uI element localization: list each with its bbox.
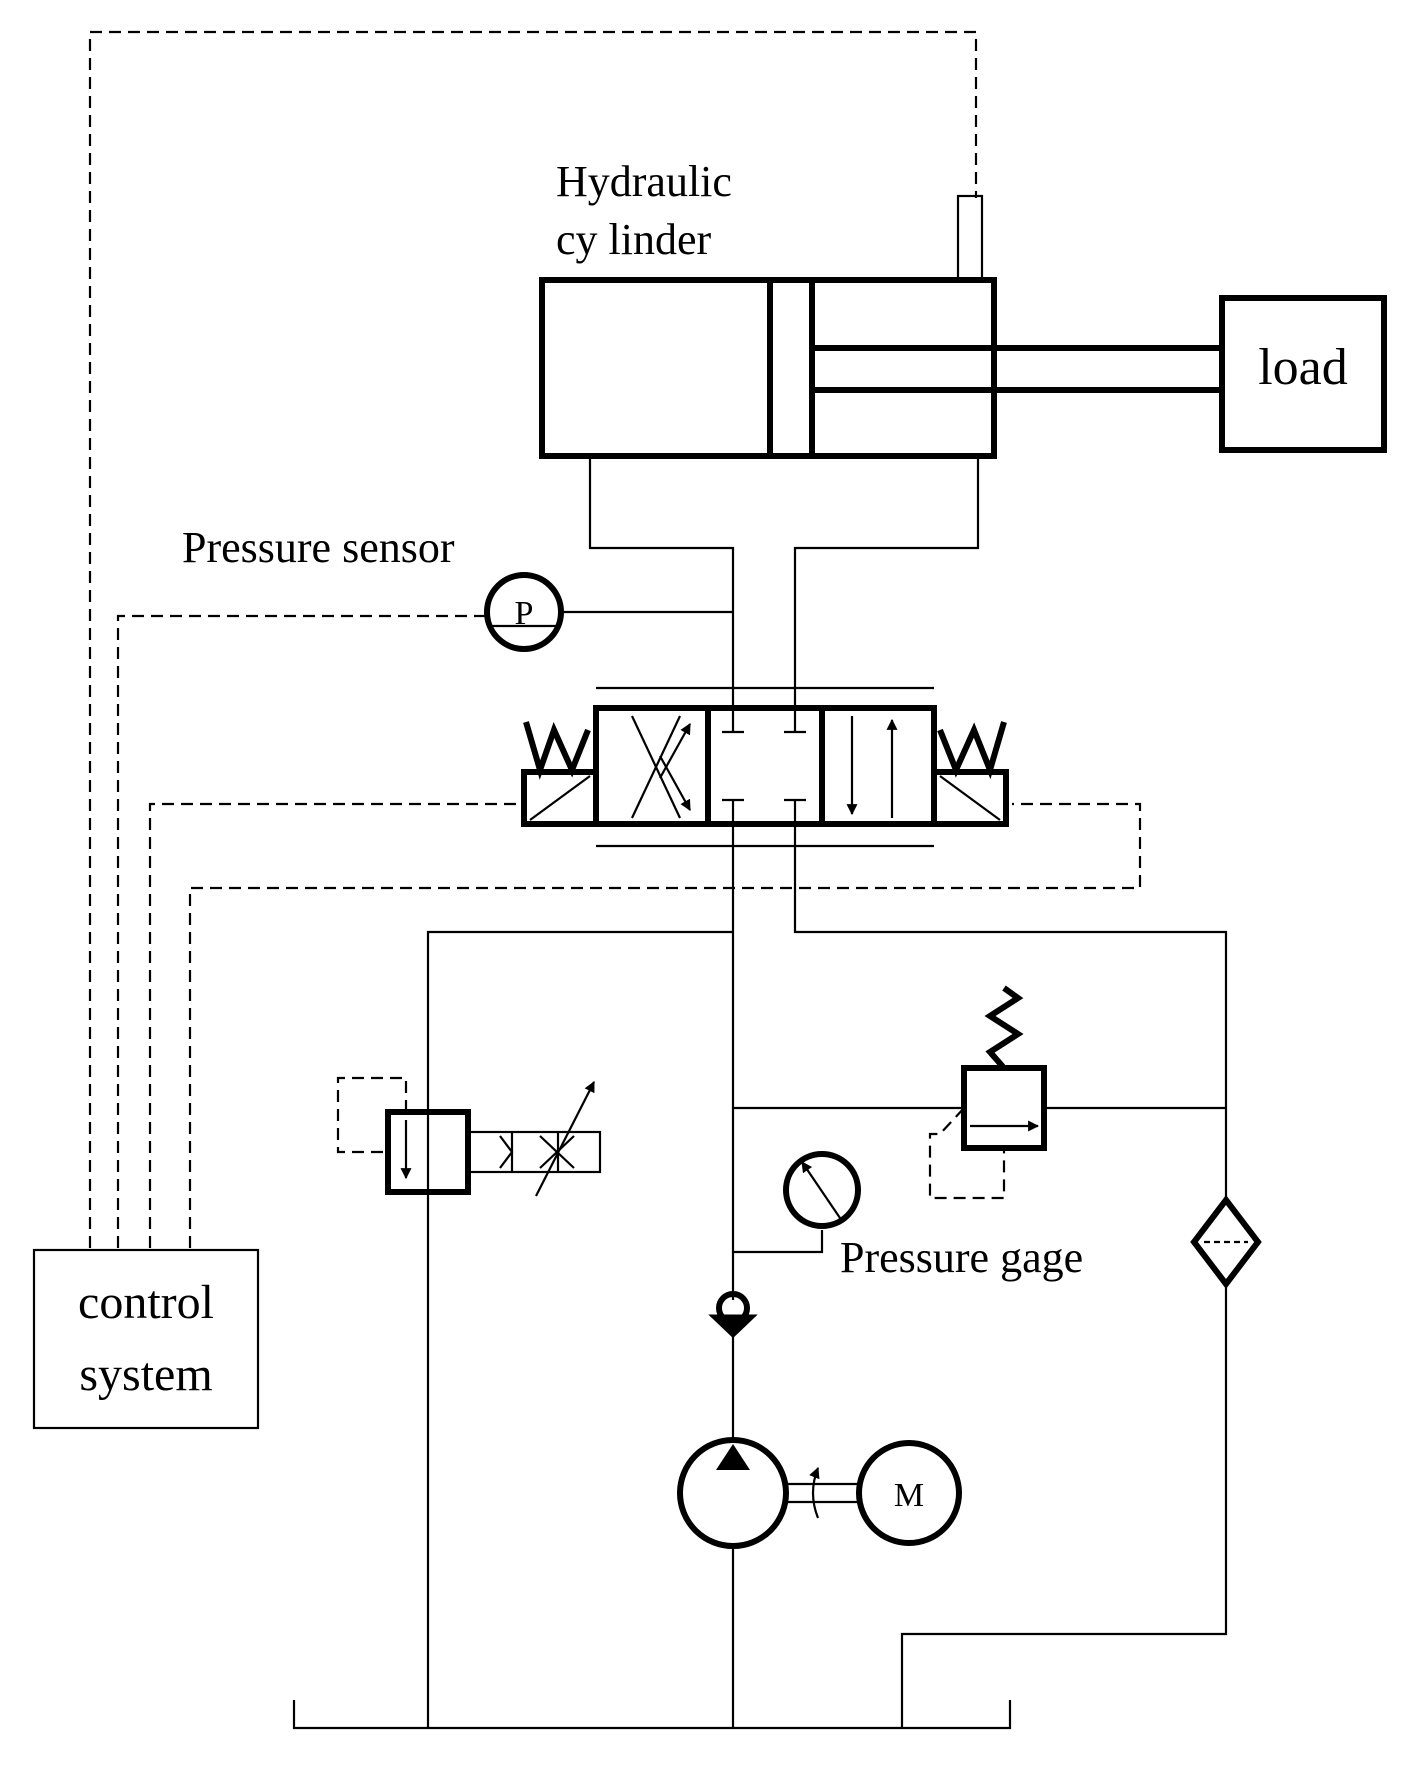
hydraulic-cylinder: Hydraulic cy linder: [539, 157, 1222, 459]
pressure-gage-tap-line: [733, 1230, 824, 1254]
proportional-solenoid-mark: [499, 1135, 514, 1169]
pump-direction-triangle: [716, 1444, 750, 1470]
relief-valve: [928, 985, 1047, 1200]
proportional-coil-cross-2: [539, 1135, 575, 1169]
position-feedback-line: [88, 30, 978, 1248]
return-line-upper: [793, 824, 1228, 1198]
hydraulic-cylinder-label-line1: Hydraulic: [556, 157, 732, 206]
left-solenoid: [521, 769, 599, 827]
working-line-b: [793, 456, 980, 708]
cross-flow-line-2: [631, 715, 681, 819]
return-line-to-tank: [900, 1284, 1228, 1728]
relief-valve-spring: [984, 985, 1024, 1070]
proportional-solenoid-actuator: [466, 1130, 602, 1174]
right-solenoid-diagonal: [939, 775, 1001, 821]
working-line-a: [588, 456, 735, 708]
relief-valve-body: [961, 1065, 1047, 1151]
motor-symbol: M: [894, 1477, 924, 1514]
left-solenoid-signal-line: [148, 802, 524, 1248]
load-label: load: [1258, 339, 1348, 396]
check-valve: [708, 1291, 758, 1339]
left-solenoid-diagonal: [529, 775, 591, 821]
pressure-sensor-circle: [484, 572, 564, 652]
cross-flow-arrow-down: [659, 755, 691, 811]
tank: [292, 1700, 1012, 1730]
filter: [1190, 1195, 1262, 1289]
left-spring: [523, 721, 591, 780]
cross-flow-arrow-up: [659, 723, 691, 779]
motor-circle: [856, 1440, 962, 1546]
rotation-arrow: [809, 1466, 820, 1519]
pump-circle: [677, 1437, 789, 1549]
pressure-gage-circle: [783, 1151, 861, 1229]
working-lines: [562, 456, 980, 708]
pressure-sensor-label: Pressure sensor: [182, 523, 455, 572]
control-system-box: [32, 1248, 260, 1430]
supply-return-lines: [426, 824, 1228, 1728]
control-system: control system: [32, 1248, 260, 1430]
pressure-gage-label: Pressure gage: [840, 1233, 1083, 1282]
control-system-label-line2: system: [79, 1348, 212, 1401]
right-solenoid-signal-line: [188, 802, 1142, 1248]
pressure-gage-needle: [801, 1161, 841, 1219]
check-valve-ball: [716, 1291, 750, 1325]
pump-motor-unit: M: [677, 1437, 962, 1549]
proportional-valve-branch: [426, 930, 733, 1728]
directional-valve: [521, 686, 1009, 848]
relief-valve-pilot-line: [928, 1107, 1006, 1200]
pressure-gage: Pressure gage: [783, 1151, 1083, 1282]
right-spring: [937, 721, 1007, 780]
right-solenoid: [931, 769, 1009, 827]
control-system-label-line1: control: [78, 1276, 214, 1329]
pressure-sensor: Pressure sensor P: [182, 523, 564, 652]
valve-body: [593, 705, 937, 827]
filter-body: [1190, 1195, 1262, 1289]
proportional-relief-valve: [336, 1076, 602, 1197]
proportional-valve-pilot-line: [336, 1076, 408, 1154]
load-box: [1219, 295, 1387, 453]
hydraulic-cylinder-label-line2: cy linder: [556, 215, 712, 264]
pressure-sensor-signal-line: [116, 614, 488, 1248]
variable-adjustment-arrow: [535, 1081, 595, 1197]
position-sensor: [956, 194, 984, 282]
load: load: [1219, 295, 1387, 453]
control-signal-lines: [88, 30, 1142, 1248]
pressure-sensor-symbol: P: [515, 595, 534, 632]
